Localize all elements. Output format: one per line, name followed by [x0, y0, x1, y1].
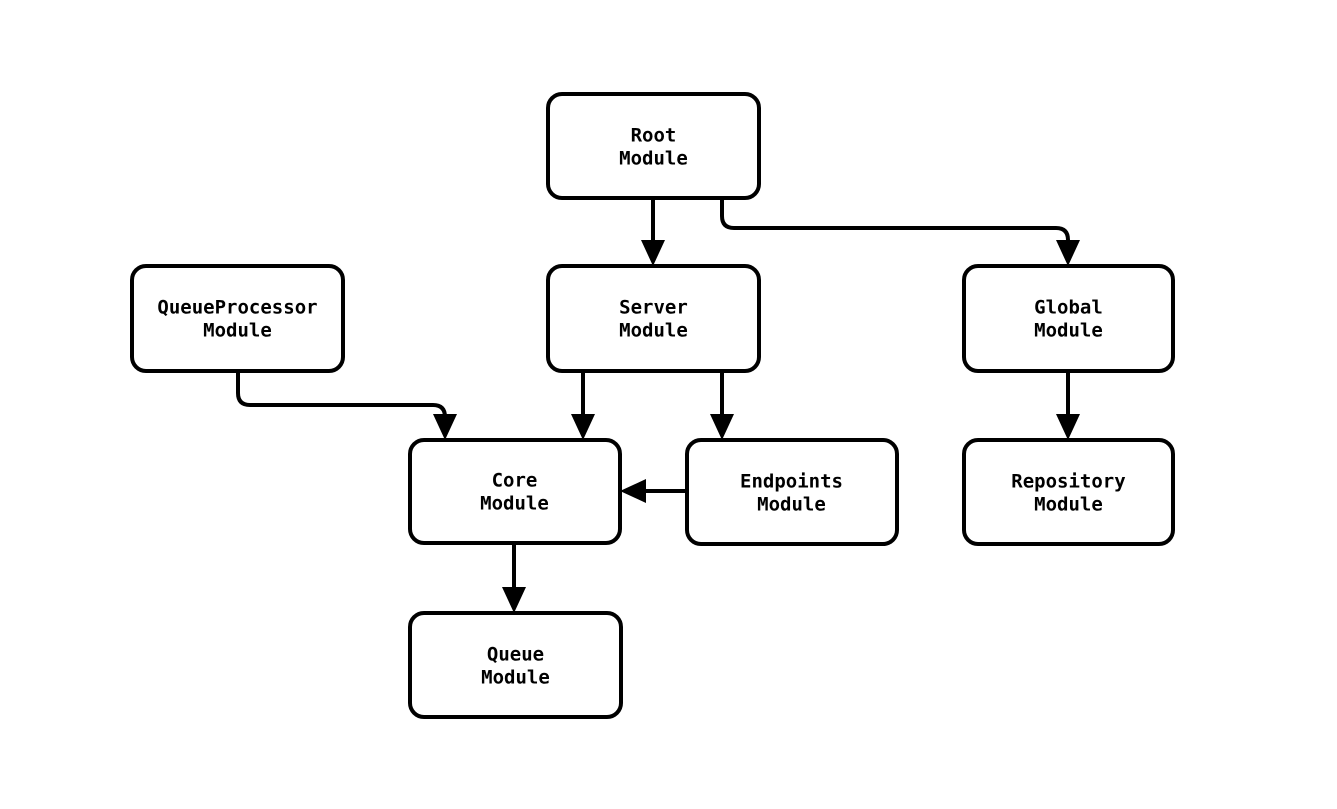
node-core-module-box[interactable]	[408, 438, 622, 545]
edge-root-global-line	[720, 198, 1070, 250]
node-queueprocessor-module-label-line2: Module	[203, 320, 272, 342]
edge-endpoints-core-arrowhead	[620, 479, 646, 503]
edge-root-global	[720, 198, 1080, 266]
node-queueprocessor-module-label-line1: QueueProcessor	[157, 297, 317, 319]
node-root-module[interactable]: Root Module	[546, 92, 761, 200]
node-core-module[interactable]: Core Module	[408, 438, 622, 545]
node-queue-module-label-line2: Module	[481, 667, 550, 689]
edge-server-endpoints	[710, 371, 734, 440]
node-queueprocessor-module-box[interactable]	[130, 264, 345, 373]
edge-server-core	[571, 371, 595, 440]
edge-queueprocessor-core-arrowhead	[433, 414, 457, 440]
node-global-module-label-line1: Global	[1034, 297, 1103, 319]
node-endpoints-module[interactable]: Endpoints Module	[685, 438, 899, 546]
edge-root-global-arrowhead	[1056, 240, 1080, 266]
edge-global-repository-arrowhead	[1056, 414, 1080, 440]
node-root-module-label-line1: Root	[631, 125, 677, 147]
node-core-module-label-line1: Core	[492, 470, 538, 492]
node-endpoints-module-label-line2: Module	[757, 494, 826, 516]
edge-endpoints-core	[620, 479, 687, 503]
node-endpoints-module-label-line1: Endpoints	[740, 471, 843, 493]
node-server-module[interactable]: Server Module	[546, 264, 761, 373]
node-server-module-box[interactable]	[546, 264, 761, 373]
edge-global-repository	[1056, 371, 1080, 440]
edge-core-queue-arrowhead	[502, 587, 526, 613]
node-server-module-label-line2: Module	[619, 320, 688, 342]
edge-server-core-arrowhead	[571, 414, 595, 440]
node-repository-module-box[interactable]	[962, 438, 1175, 546]
node-queue-module-box[interactable]	[408, 611, 623, 719]
edge-layer	[236, 198, 1080, 613]
node-repository-module[interactable]: Repository Module	[962, 438, 1175, 546]
edge-core-queue	[502, 543, 526, 613]
edge-server-endpoints-arrowhead	[710, 414, 734, 440]
node-queue-module-label-line1: Queue	[487, 644, 544, 666]
edge-root-server	[641, 198, 665, 266]
node-root-module-box[interactable]	[546, 92, 761, 200]
node-core-module-label-line2: Module	[480, 493, 549, 515]
node-endpoints-module-box[interactable]	[685, 438, 899, 546]
edge-queueprocessor-core-line	[236, 371, 447, 424]
edge-root-server-arrowhead	[641, 240, 665, 266]
node-queue-module[interactable]: Queue Module	[408, 611, 623, 719]
node-global-module[interactable]: Global Module	[962, 264, 1175, 373]
node-queueprocessor-module[interactable]: QueueProcessor Module	[130, 264, 345, 373]
node-repository-module-label-line1: Repository	[1011, 471, 1125, 493]
node-repository-module-label-line2: Module	[1034, 494, 1103, 516]
node-root-module-label-line2: Module	[619, 148, 688, 170]
edge-queueprocessor-core	[236, 371, 457, 440]
node-global-module-label-line2: Module	[1034, 320, 1103, 342]
node-global-module-box[interactable]	[962, 264, 1175, 373]
node-server-module-label-line1: Server	[619, 297, 688, 319]
node-layer: Root Module QueueProcessor Module Server…	[130, 92, 1175, 719]
